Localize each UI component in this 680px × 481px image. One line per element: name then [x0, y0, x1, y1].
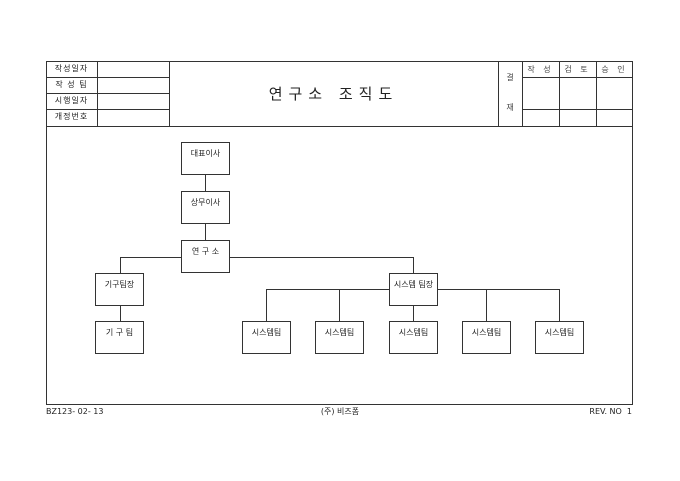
document-frame	[46, 61, 633, 405]
divider	[522, 77, 633, 78]
org-sys-team: 시스템팀	[242, 321, 291, 354]
label-revision: 개정번호	[54, 112, 89, 121]
label-effective-date: 시행일자	[54, 96, 89, 105]
connector	[413, 257, 414, 273]
connector	[120, 305, 121, 321]
org-sys-team: 시스템팀	[462, 321, 511, 354]
org-mech-team: 기 구 팀	[95, 321, 144, 354]
revision-number: REV. NO 1	[589, 407, 632, 416]
org-sys-team: 시스템팀	[389, 321, 438, 354]
doc-code: BZ123- 02- 13	[46, 407, 104, 416]
connector	[205, 224, 206, 240]
approval-col-author: 작 성	[527, 65, 554, 74]
org-mech-lead: 기구팀장	[95, 273, 144, 306]
org-managing-director: 상무이사	[181, 191, 230, 224]
divider	[46, 109, 169, 110]
divider	[46, 93, 169, 94]
connector	[486, 289, 487, 321]
connector	[339, 289, 340, 321]
org-sys-team: 시스템팀	[315, 321, 364, 354]
divider	[522, 109, 633, 110]
divider	[596, 61, 597, 126]
connector	[120, 257, 121, 273]
org-ceo: 대표이사	[181, 142, 230, 175]
divider	[522, 61, 523, 126]
divider	[46, 77, 169, 78]
label-team: 작 성 팀	[55, 80, 88, 89]
org-sys-team: 시스템팀	[535, 321, 584, 354]
approval-label-1: 결	[506, 73, 514, 82]
divider	[559, 61, 560, 126]
divider	[498, 61, 499, 126]
connector	[120, 257, 414, 258]
connector	[205, 175, 206, 191]
label-created-date: 작성일자	[54, 64, 89, 73]
approval-label-2: 재	[506, 103, 514, 112]
org-lab: 연 구 소	[181, 240, 230, 273]
connector	[413, 305, 414, 321]
company-name: (주) 비즈폼	[320, 407, 360, 416]
header-divider	[46, 126, 633, 127]
approval-col-review: 검 토	[564, 65, 591, 74]
connector	[266, 289, 267, 321]
org-sys-lead: 시스템 팀장	[389, 273, 438, 306]
connector	[559, 289, 560, 321]
approval-col-approve: 승 인	[601, 65, 628, 74]
page-title: 연구소 조직도	[268, 85, 399, 103]
divider	[169, 61, 170, 126]
